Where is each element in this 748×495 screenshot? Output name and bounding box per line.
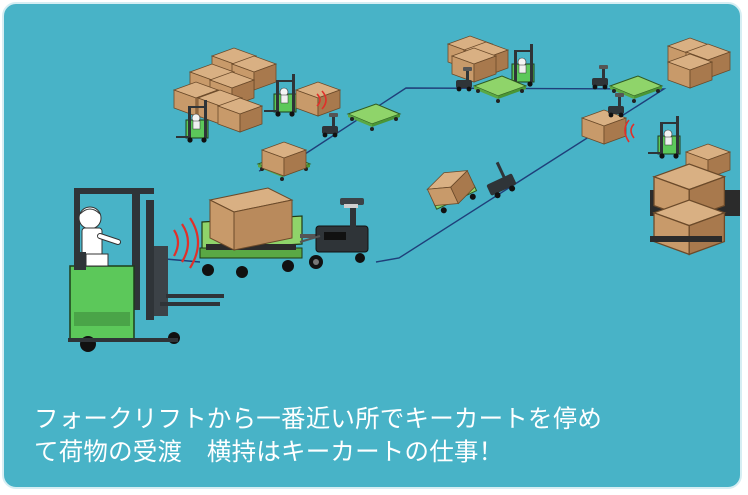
cart-with-box-upper (257, 141, 311, 182)
forklift-icon-main (68, 188, 224, 352)
warehouse-scene (68, 35, 740, 352)
illustration-panel: フォークリフトから一番近い所でキーカートを停め て荷物の受渡 横持はキーカートの… (2, 2, 742, 489)
forklift-icon-top-center (263, 73, 341, 118)
box-stack-top-right (667, 37, 731, 89)
caption-text: フォークリフトから一番近い所でキーカートを停め て荷物の受渡 横持はキーカートの… (34, 402, 739, 468)
box-stack-right (650, 143, 740, 256)
box-stack-top-center (447, 35, 509, 83)
key-cart-with-box (199, 187, 320, 278)
signal-wave-icon (173, 217, 200, 269)
cart-with-box-right (581, 93, 635, 145)
cart-with-box-middle (423, 161, 517, 214)
caption-line-2: て荷物の受渡 横持はキーカートの仕事！ (34, 437, 504, 466)
forklift-icon-right (647, 115, 681, 160)
tow-tug-icon (299, 198, 369, 269)
caption-line-1: フォークリフトから一番近い所でキーカートを停め (34, 404, 603, 433)
